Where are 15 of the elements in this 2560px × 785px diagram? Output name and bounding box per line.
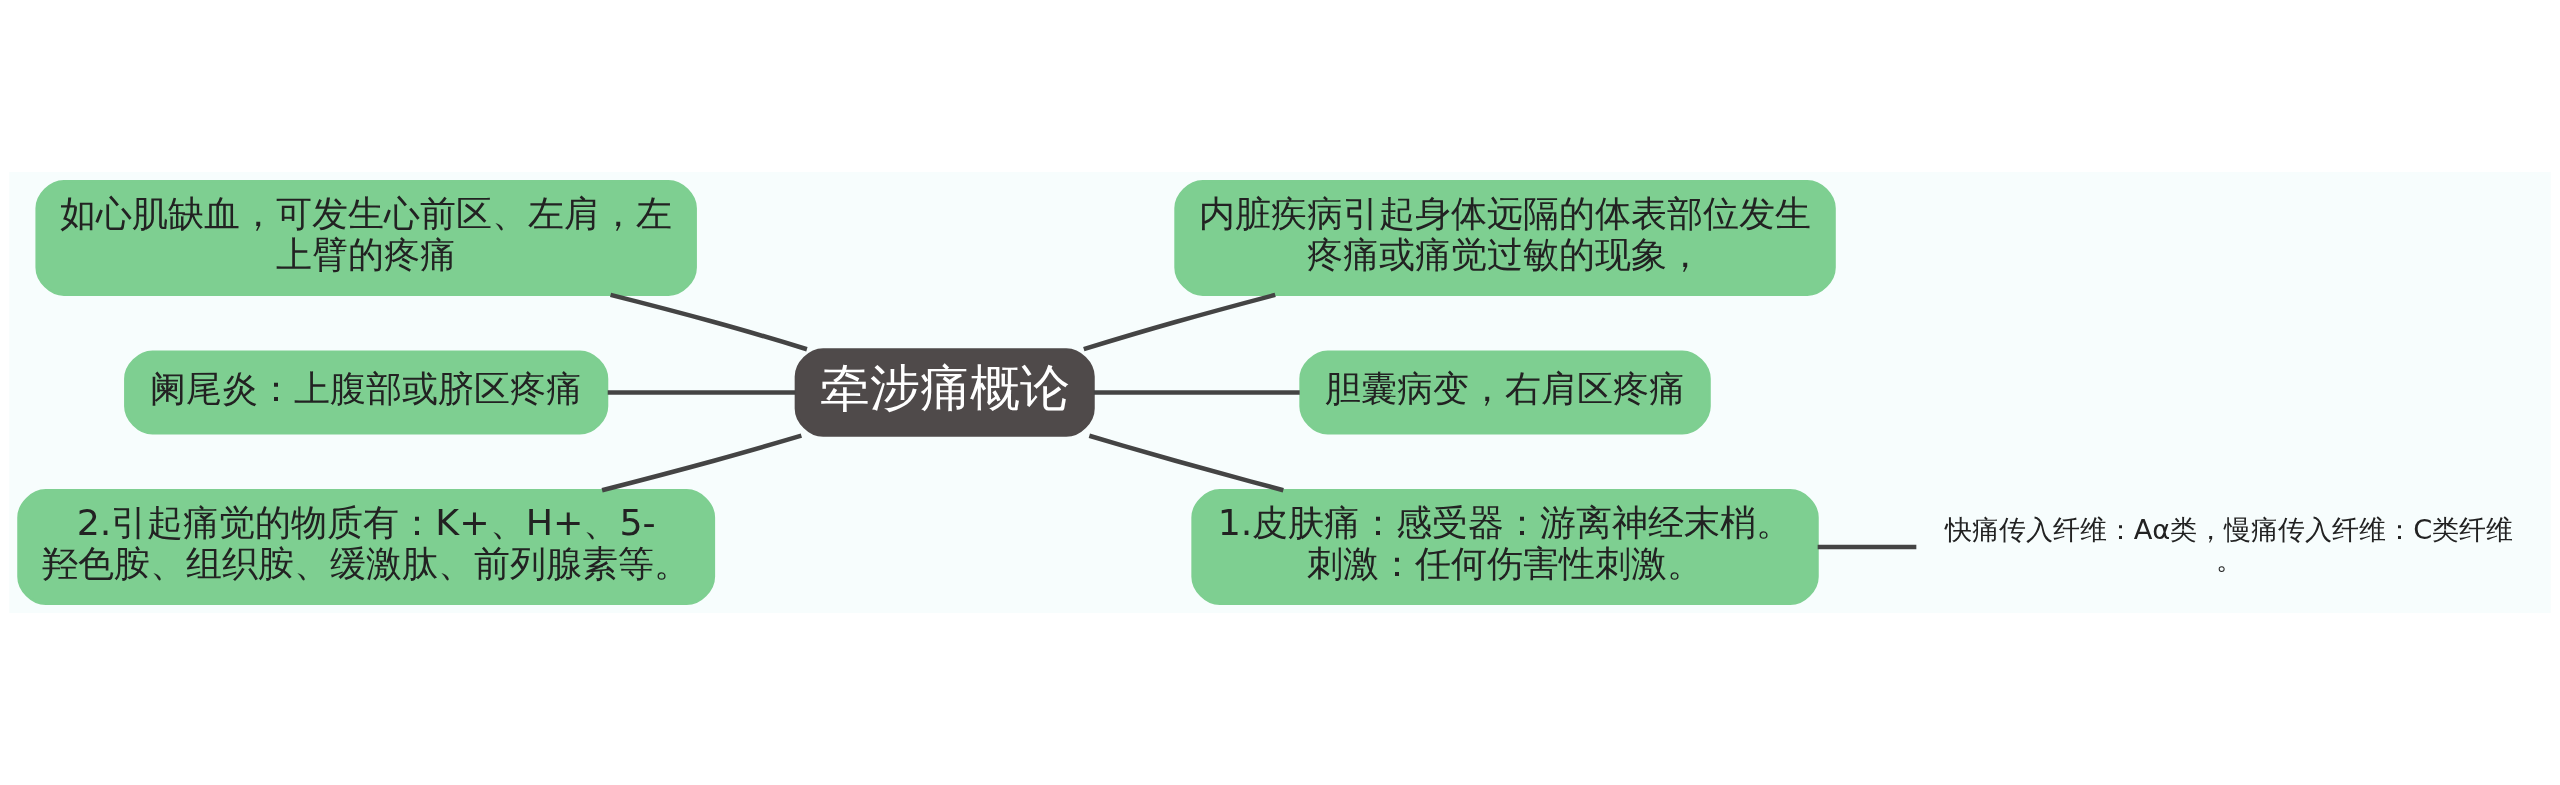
node-box: 胆囊病变，右肩区疼痛 [1299, 350, 1711, 435]
node-box: 2.引起痛觉的物质有：K+、H+、5-羟色胺、组织胺、缓激肽、前列腺素等。 [17, 489, 716, 606]
node-box: 牵涉痛概论 [794, 348, 1095, 437]
connector [607, 390, 796, 395]
node-text: 快痛传入纤维：Aα类，慢痛传入纤维：C类纤维。 [1944, 514, 2514, 575]
connector [1088, 433, 1284, 493]
node-box: 内脏疾病引起身体远隔的体表部位发生疼痛或痛觉过敏的现象， [1174, 179, 1836, 296]
node-box: 如心肌缺血，可发生心前区、左肩，左上臂的疼痛 [35, 179, 697, 296]
connector [1093, 390, 1300, 395]
node-box: 1.皮肤痛：感受器：游离神经末梢。刺激：任何伤害性刺激。 [1191, 489, 1819, 606]
connector [601, 433, 802, 493]
node-box: 阑尾炎：上腹部或脐区疼痛 [124, 350, 609, 435]
connector [1817, 544, 1917, 550]
connector [610, 292, 808, 352]
connector [1083, 292, 1276, 352]
